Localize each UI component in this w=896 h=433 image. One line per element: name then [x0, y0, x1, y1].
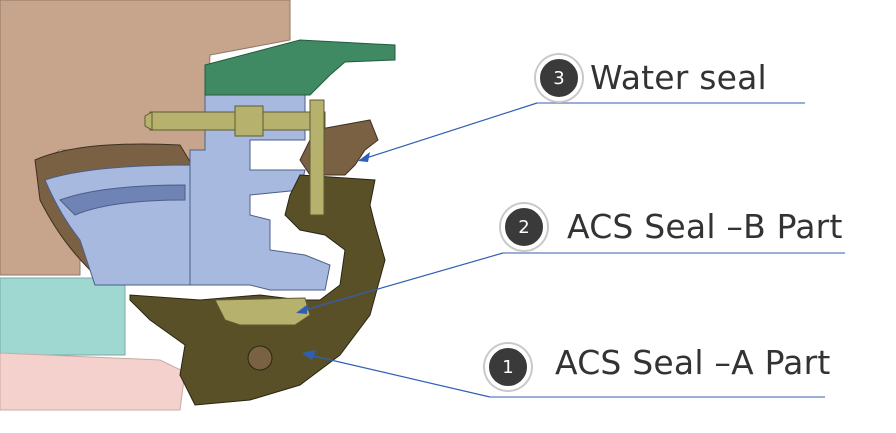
- callout-label-acs-seal-a: ACS Seal –A Part: [555, 343, 831, 382]
- rotor-groove: [59, 184, 186, 216]
- pink-block: [0, 352, 186, 411]
- leader-line-3: [359, 102, 538, 161]
- bolt-stem: [309, 99, 325, 216]
- callout-badge-1: 1: [485, 344, 531, 390]
- leader-line-2: [297, 252, 504, 313]
- callout-badge-2: 2: [501, 204, 547, 250]
- leader-line-1: [304, 353, 491, 398]
- callout-badge-3: 3: [536, 55, 582, 101]
- callout-label-water-seal: Water seal: [590, 58, 767, 97]
- rotor-hub: [189, 94, 331, 291]
- arrow-head-1: [302, 350, 316, 360]
- arrow-head-2: [296, 304, 308, 314]
- arrow-head-3: [358, 152, 370, 162]
- bolt-tip: [144, 111, 153, 131]
- callout-label-acs-seal-b: ACS Seal –B Part: [567, 207, 843, 246]
- seal-body: [129, 174, 386, 406]
- teal-block: [0, 277, 126, 356]
- green-cap: [204, 39, 396, 96]
- acs-seal-a-pin: [247, 345, 273, 371]
- acs-seal-b-insert: [214, 297, 311, 326]
- bolt-nut: [234, 105, 264, 137]
